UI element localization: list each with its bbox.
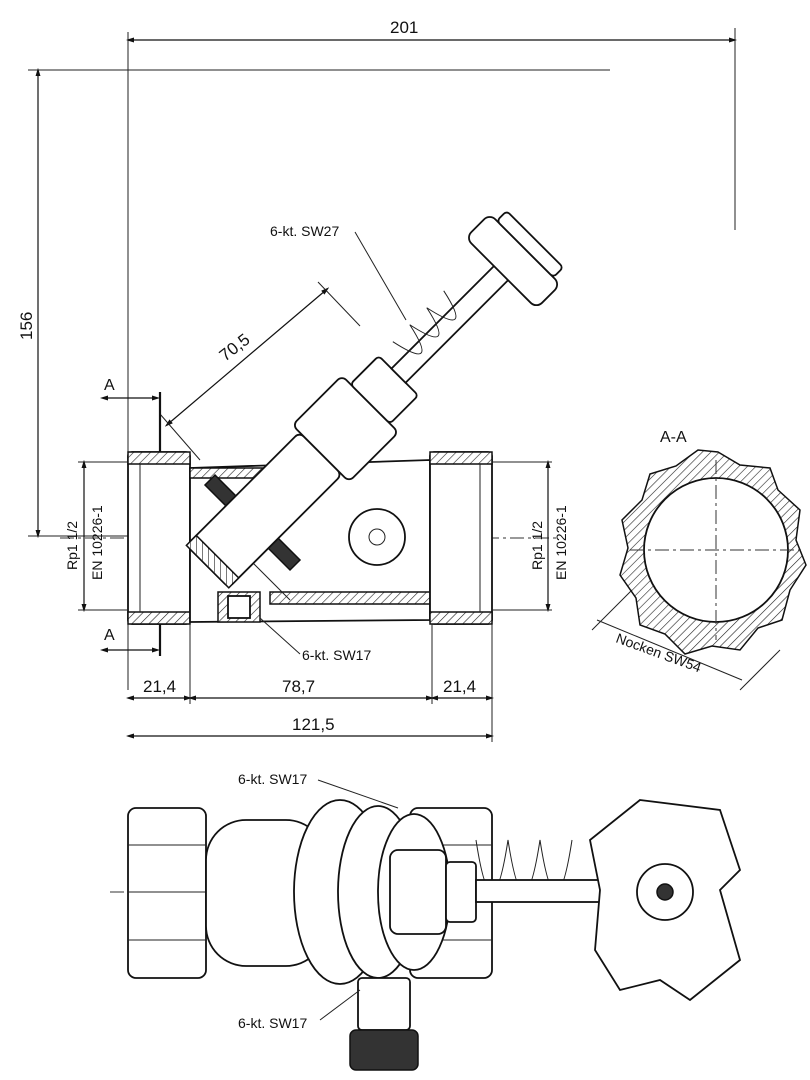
- thread-right-line2: EN 10226-1: [553, 505, 569, 580]
- dim-text-bonnet-length: 70,5: [216, 330, 254, 365]
- dim-text-overall-length: 201: [390, 18, 418, 37]
- leader-sw17-top: [317, 779, 399, 809]
- thread-left-line2: EN 10226-1: [89, 505, 105, 580]
- dimension-chain-bottom: [125, 624, 495, 742]
- dim-text-height: 156: [17, 312, 36, 340]
- thread-dimension-left: [78, 459, 128, 613]
- section-title: A-A: [660, 429, 687, 446]
- thread-dimension-right: [492, 459, 552, 613]
- dim-text-center-span: 78,7: [282, 677, 315, 696]
- thread-left-line1: Rp1 1/2: [64, 521, 80, 570]
- dim-text-body-length: 121,5: [292, 715, 335, 734]
- dimension-bonnet-length: [159, 281, 361, 461]
- dimension-height: [28, 67, 610, 539]
- section-marker-bottom: [99, 624, 162, 656]
- leader-sw17-side: [259, 617, 301, 655]
- label-hex-sw17-top: 6-kt. SW17: [238, 771, 307, 787]
- valve-body-side: [60, 451, 560, 625]
- leader-sw27: [354, 231, 407, 321]
- section-view-aa: [591, 449, 807, 691]
- section-letter-bottom: A: [104, 627, 115, 644]
- valve-top-view: [110, 799, 742, 1071]
- label-hex-sw17-bottom: 6-kt. SW17: [238, 1015, 307, 1031]
- dim-text-left-end: 21,4: [143, 677, 176, 696]
- section-marker-top: [99, 392, 162, 452]
- section-letter-top: A: [104, 377, 115, 394]
- dim-text-right-end: 21,4: [443, 677, 476, 696]
- leader-sw17-bottom: [319, 989, 361, 1021]
- label-hex-sw17-side: 6-kt. SW17: [302, 647, 371, 663]
- label-hex-sw27: 6-kt. SW27: [270, 223, 339, 239]
- thread-right-line1: Rp1 1/2: [529, 521, 545, 570]
